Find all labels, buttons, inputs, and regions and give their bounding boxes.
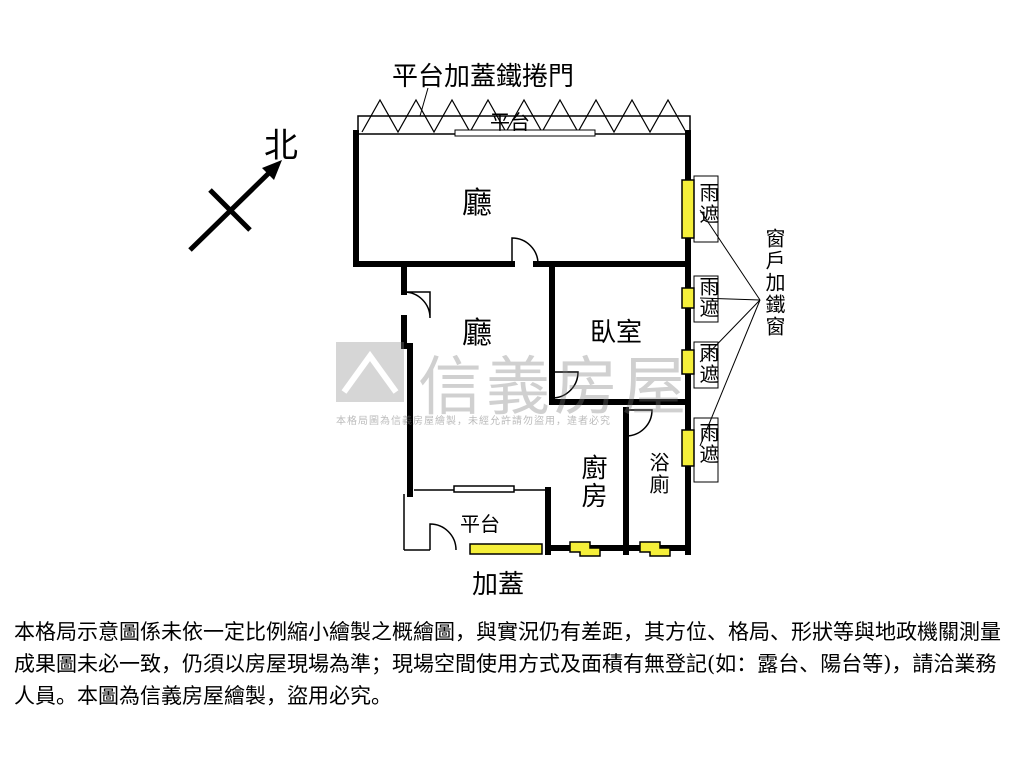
room-kitchen: 廚房 <box>577 454 607 510</box>
bottom-windows <box>469 541 671 557</box>
watermark-notice: 本格局圖為信義房屋繪製，未經允許請勿盜用，違者必究 <box>336 416 611 427</box>
walls <box>353 130 691 555</box>
door-swings <box>403 237 653 551</box>
room-terrace-bottom: 平台 <box>460 512 500 536</box>
watermark-brand: 信義房屋 <box>418 351 690 425</box>
watermark-logo-icon <box>336 342 404 402</box>
window-note: 窗戶加鐵窗 <box>762 228 786 338</box>
right-windows <box>681 175 719 483</box>
room-bathroom: 浴廁 <box>646 452 670 496</box>
canopy-label-4: 雨遮 <box>696 422 720 466</box>
bottom-terrace-outline <box>403 485 546 551</box>
canopy-label-2: 雨遮 <box>696 276 720 320</box>
disclaimer-text: 本格局示意圖係未依一定比例縮小繪製之概繪圖，與實況仍有差距，其方位、格局、形狀等… <box>14 620 1001 708</box>
canopy-label-3: 雨遮 <box>696 342 720 386</box>
room-living-2: 廳 <box>462 316 492 351</box>
canopy-label-1: 雨遮 <box>696 182 720 226</box>
bottom-note: 加蓋 <box>472 570 525 600</box>
room-living-1: 廳 <box>462 186 492 221</box>
top-title: 平台加蓋鐵捲門 <box>392 62 575 92</box>
rolling-door <box>357 87 691 137</box>
room-terrace-top: 平台 <box>490 110 530 134</box>
north-label: 北 <box>264 126 298 166</box>
north-arrow-icon <box>188 160 282 252</box>
window-note-pointers <box>699 209 761 447</box>
room-bedroom: 臥室 <box>590 318 643 348</box>
